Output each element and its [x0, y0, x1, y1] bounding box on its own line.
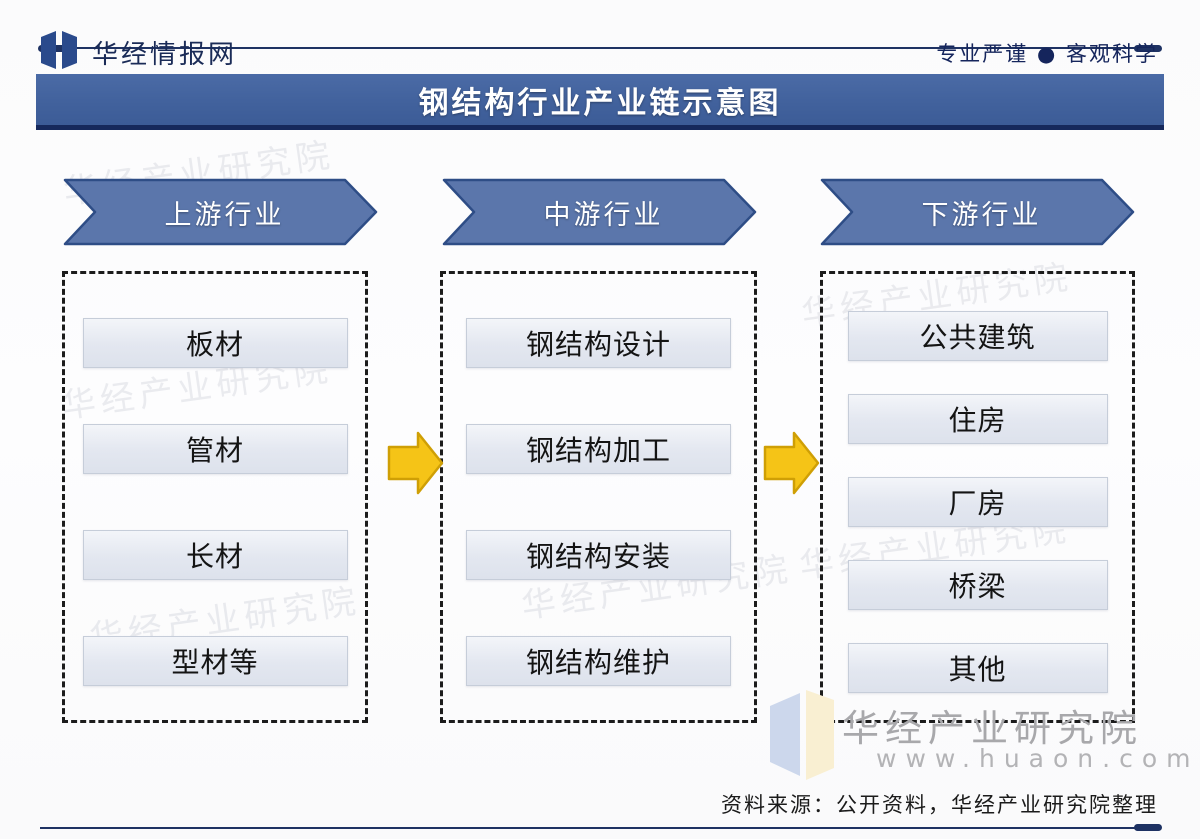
downstream-group-box: 公共建筑 住房 厂房 桥梁 其他 [820, 271, 1135, 723]
brand: 华经情报网 [40, 30, 237, 74]
title-bar: 钢结构行业产业链示意图 [36, 74, 1164, 130]
downstream-item: 公共建筑 [847, 311, 1108, 361]
flow-arrow-icon [763, 430, 821, 496]
huaon-watermark-url: www.huaon.com [876, 744, 1200, 773]
chevron-label: 中游行业 [543, 199, 664, 231]
downstream-item: 住房 [847, 394, 1108, 444]
footer-divider-endcap [1134, 824, 1162, 831]
chevron-header-midstream: 中游行业 [442, 178, 757, 246]
midstream-item: 钢结构加工 [466, 424, 731, 474]
midstream-group-box: 钢结构设计 钢结构加工 钢结构安装 钢结构维护 [440, 271, 757, 723]
header-slogan: 专业严谨 ● 客观科学 [936, 42, 1158, 66]
downstream-item: 桥梁 [847, 560, 1108, 610]
midstream-item: 钢结构维护 [466, 636, 731, 686]
midstream-item: 钢结构设计 [466, 318, 731, 368]
huaon-watermark-logo-icon [768, 688, 836, 784]
upstream-item: 长材 [82, 530, 348, 580]
chevron-label: 下游行业 [921, 199, 1042, 231]
upstream-item: 板材 [82, 318, 348, 368]
chevron-header-downstream: 下游行业 [820, 178, 1135, 246]
page-title: 钢结构行业产业链示意图 [418, 85, 782, 121]
source-note: 资料来源：公开资料，华经产业研究院整理 [721, 793, 1158, 817]
huajing-logo-icon [40, 30, 78, 74]
chevron-label: 上游行业 [164, 199, 285, 231]
upstream-item: 管材 [82, 424, 348, 474]
downstream-item: 其他 [847, 643, 1108, 693]
header-divider-endcap [1134, 45, 1162, 52]
brand-name: 华经情报网 [92, 39, 238, 70]
flow-arrow-icon [387, 430, 445, 496]
midstream-item: 钢结构安装 [466, 530, 731, 580]
downstream-item: 厂房 [847, 477, 1108, 527]
upstream-group-box: 板材 管材 长材 型材等 [62, 271, 368, 723]
chevron-header-upstream: 上游行业 [63, 178, 378, 246]
huaon-watermark-name: 华经产业研究院 [842, 707, 1143, 750]
upstream-item: 型材等 [82, 636, 348, 686]
footer-divider-line [40, 827, 1160, 829]
header-divider-line [40, 47, 1160, 49]
